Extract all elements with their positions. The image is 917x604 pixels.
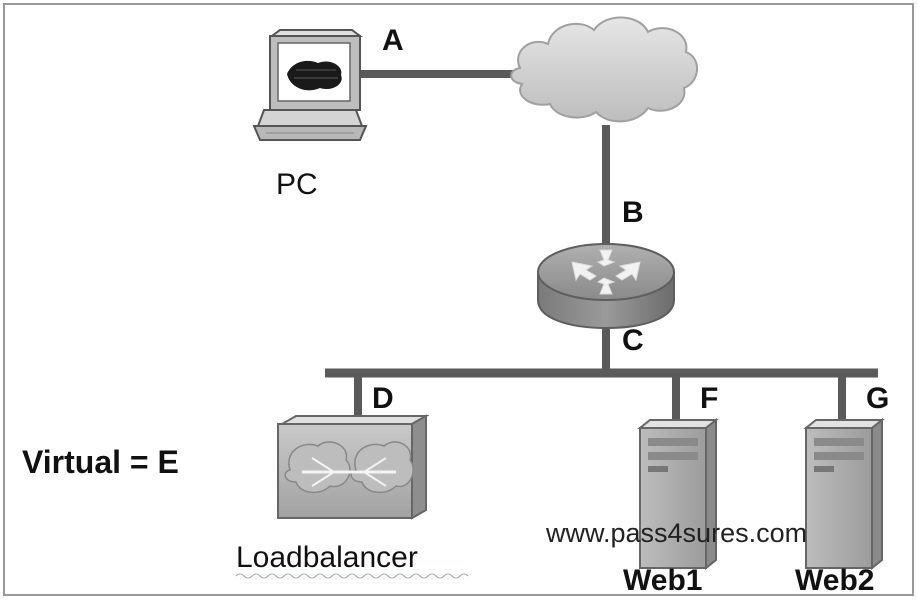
cloud-icon (510, 16, 698, 123)
virtual-ip-label: Virtual = E (22, 444, 179, 480)
router-icon (537, 243, 675, 330)
load-balancer-icon (277, 414, 430, 520)
server-icon (637, 417, 719, 571)
point-label-a: A (382, 24, 404, 57)
loadbalancer-label: Loadbalancer (236, 541, 418, 574)
computer-icon (252, 29, 368, 141)
spellcheck-underline (235, 573, 469, 579)
web1-label: Web1 (623, 564, 703, 597)
point-label-g: G (866, 382, 890, 415)
web2-label: Web2 (795, 564, 875, 597)
point-label-d: D (372, 382, 394, 415)
server-icon (803, 417, 885, 571)
point-label-f: F (700, 382, 719, 415)
pc-label: PC (276, 168, 318, 201)
point-label-c: C (622, 324, 644, 357)
frame-border (3, 3, 914, 596)
watermark: www.pass4sures.com (546, 518, 808, 548)
point-label-b: B (622, 196, 644, 229)
